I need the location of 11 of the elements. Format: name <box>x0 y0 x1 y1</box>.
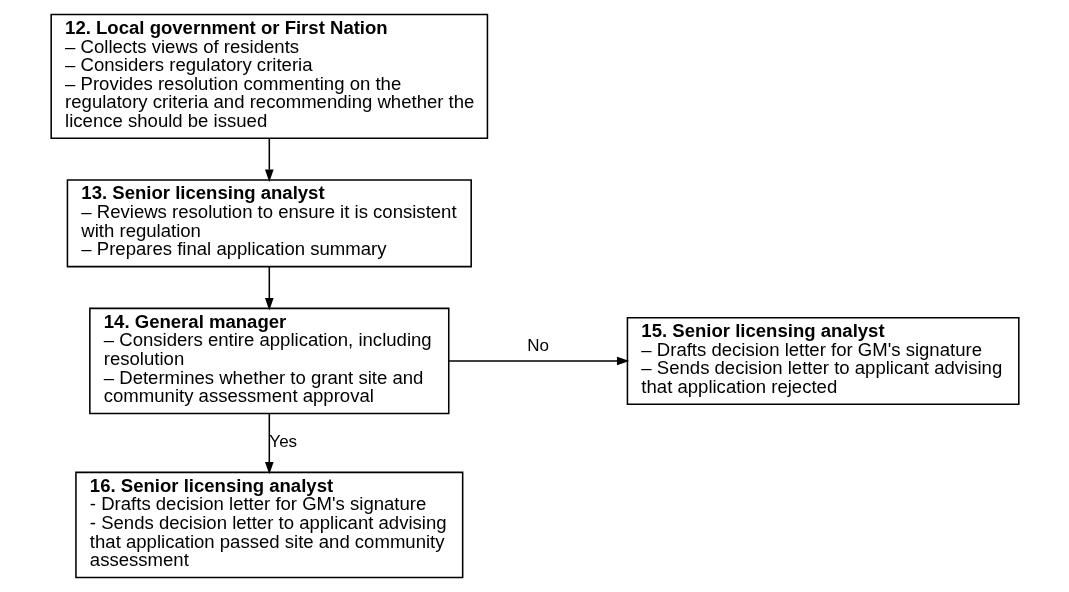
edge-label: No <box>526 336 549 356</box>
node-box: 13. Senior licensing analyst – Reviews resolution to ensure it is consistent with regulation – Prepares final application summary <box>66 179 472 268</box>
node-box: 15. Senior licensing analyst – Drafts decision letter for GM's signature – Sends decision letter to applicant advising that application rejected <box>626 316 1020 406</box>
node-box: 12. Local government or First Nation – Collects views of residents – Considers regulatory criteria – Provides resolution commenting on the regulatory criteria and recommending whether the licence should be issued <box>49 13 488 139</box>
arrow <box>264 413 274 475</box>
node-box: 14. General manager – Considers entire application, including resolution – Determines whether to grant site and community assessment approval <box>88 307 450 415</box>
arrow <box>264 137 274 182</box>
arrow <box>264 265 274 311</box>
node-box: 16. Senior licensing analyst - Drafts decision letter for GM's signature - Sends decision letter to applicant advising that application passed site and community assessment <box>74 471 463 579</box>
edge-label: Yes <box>268 432 297 452</box>
arrow <box>447 356 629 366</box>
